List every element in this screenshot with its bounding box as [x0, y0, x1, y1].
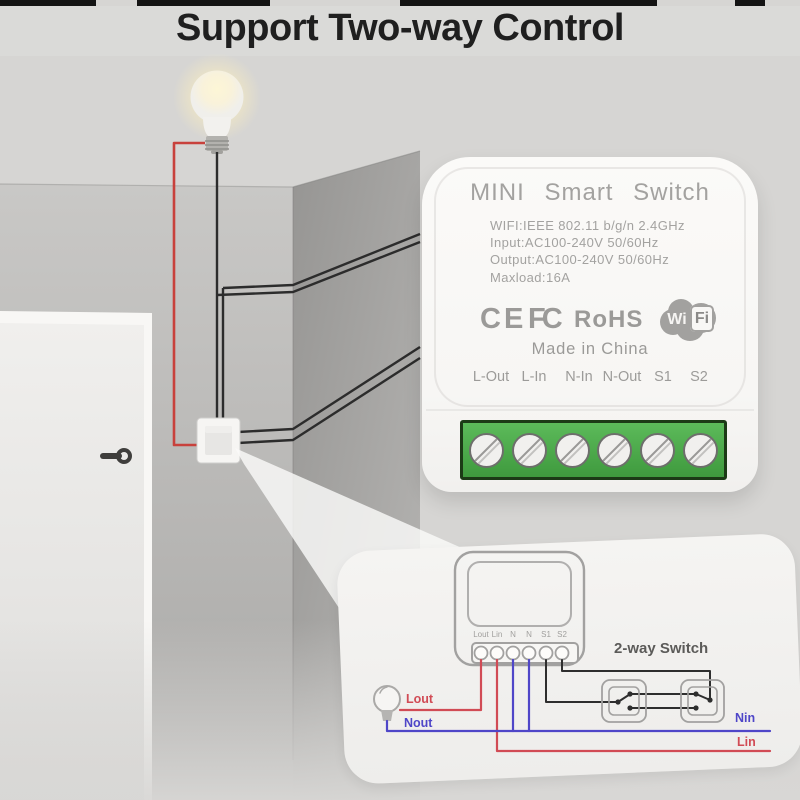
door-handle-icon: [100, 448, 132, 464]
room-wires: [172, 141, 421, 447]
s1-wire: [545, 659, 618, 703]
spec-line: Input:AC100-240V 50/60Hz: [490, 235, 659, 251]
feed-wire: [237, 356, 421, 445]
screw-terminal: [469, 432, 504, 468]
ce-mark-icon: CE: [480, 303, 527, 335]
top-crop-bar: [735, 0, 765, 6]
top-crop-bar: [0, 0, 96, 6]
product-name: MINI Smart Switch: [470, 179, 710, 206]
nin-wire-label: Nin: [735, 711, 756, 725]
title-bar: [0, 6, 800, 56]
lout-wire: [398, 658, 483, 712]
spec-line: WIFI:IEEE 802.11 b/g/n 2.4GHz: [490, 218, 685, 233]
screw-terminal: [640, 432, 676, 468]
diagram-bulb-icon: [373, 685, 401, 721]
product-specs: WIFI:IEEE 802.11 b/g/n 2.4GHz Input:AC10…: [490, 217, 685, 286]
diagram-terminal-label: S1: [541, 630, 551, 639]
two-way-switches: [601, 679, 725, 723]
top-crop-bar: [137, 0, 270, 6]
switch-1: [601, 679, 647, 723]
diagram-terminal-label: Lin: [491, 630, 503, 639]
contact-dots: [615, 691, 713, 711]
rohs-mark-icon: RoHS: [574, 306, 644, 333]
neutral-wire: [385, 719, 772, 733]
two-way-switch-label: 2-way Switch: [614, 640, 709, 657]
spec-line: Output:AC100-240V 50/60Hz: [490, 252, 670, 268]
diagram-device: [453, 550, 586, 667]
fcc-mark-icon: FC: [528, 303, 563, 335]
lin-wire-label: Lin: [737, 735, 756, 749]
light-bulb-icon: [190, 70, 244, 124]
screw-terminal: [597, 432, 633, 468]
certifications-row: CE FC RoHS Wi Fi: [422, 297, 758, 345]
diagram-terminal-label: Lout: [473, 630, 489, 639]
terminal-label: L-Out: [472, 369, 510, 385]
live-wire: [172, 141, 205, 447]
terminal-label: L-In: [521, 369, 547, 385]
terminal-label: N-In: [565, 369, 593, 385]
terminal-label: N-Out: [602, 369, 642, 385]
screw-terminal: [554, 432, 590, 468]
switch-2: [680, 679, 725, 723]
wall-switch: [196, 417, 241, 464]
lin-wire: [495, 658, 772, 753]
feed-wire: [237, 345, 421, 434]
diagram-terminal-label: N: [526, 630, 532, 639]
traveler-wires: [629, 693, 697, 709]
smart-switch-product: MINI Smart Switch WIFI:IEEE 802.11 b/g/n…: [422, 157, 758, 492]
s2-wire: [561, 659, 711, 700]
wifi-logo-icon: Wi Fi: [658, 297, 722, 343]
diagram-terminal-label: N: [510, 630, 516, 639]
top-crop-bar: [400, 0, 657, 6]
traveler-wire: [222, 232, 421, 290]
terminal-label: S1: [654, 369, 672, 385]
screw-terminal: [511, 432, 547, 468]
diagram-terminal-label: S2: [557, 630, 567, 639]
lout-wire-label: Lout: [406, 692, 434, 706]
traveler-wire: [216, 240, 421, 297]
flange-line: [426, 409, 754, 411]
terminal-label: S2: [690, 369, 708, 385]
diagram-wires: [385, 658, 772, 753]
screw-terminal: [682, 432, 718, 468]
ceiling-light: [173, 53, 261, 154]
terminal-block: [460, 420, 727, 480]
nout-wire-label: Nout: [404, 716, 433, 730]
made-in-label: Made in China: [531, 340, 649, 358]
spec-line: Maxload:16A: [490, 269, 571, 285]
page-title: Support Two-way Control: [176, 7, 624, 49]
